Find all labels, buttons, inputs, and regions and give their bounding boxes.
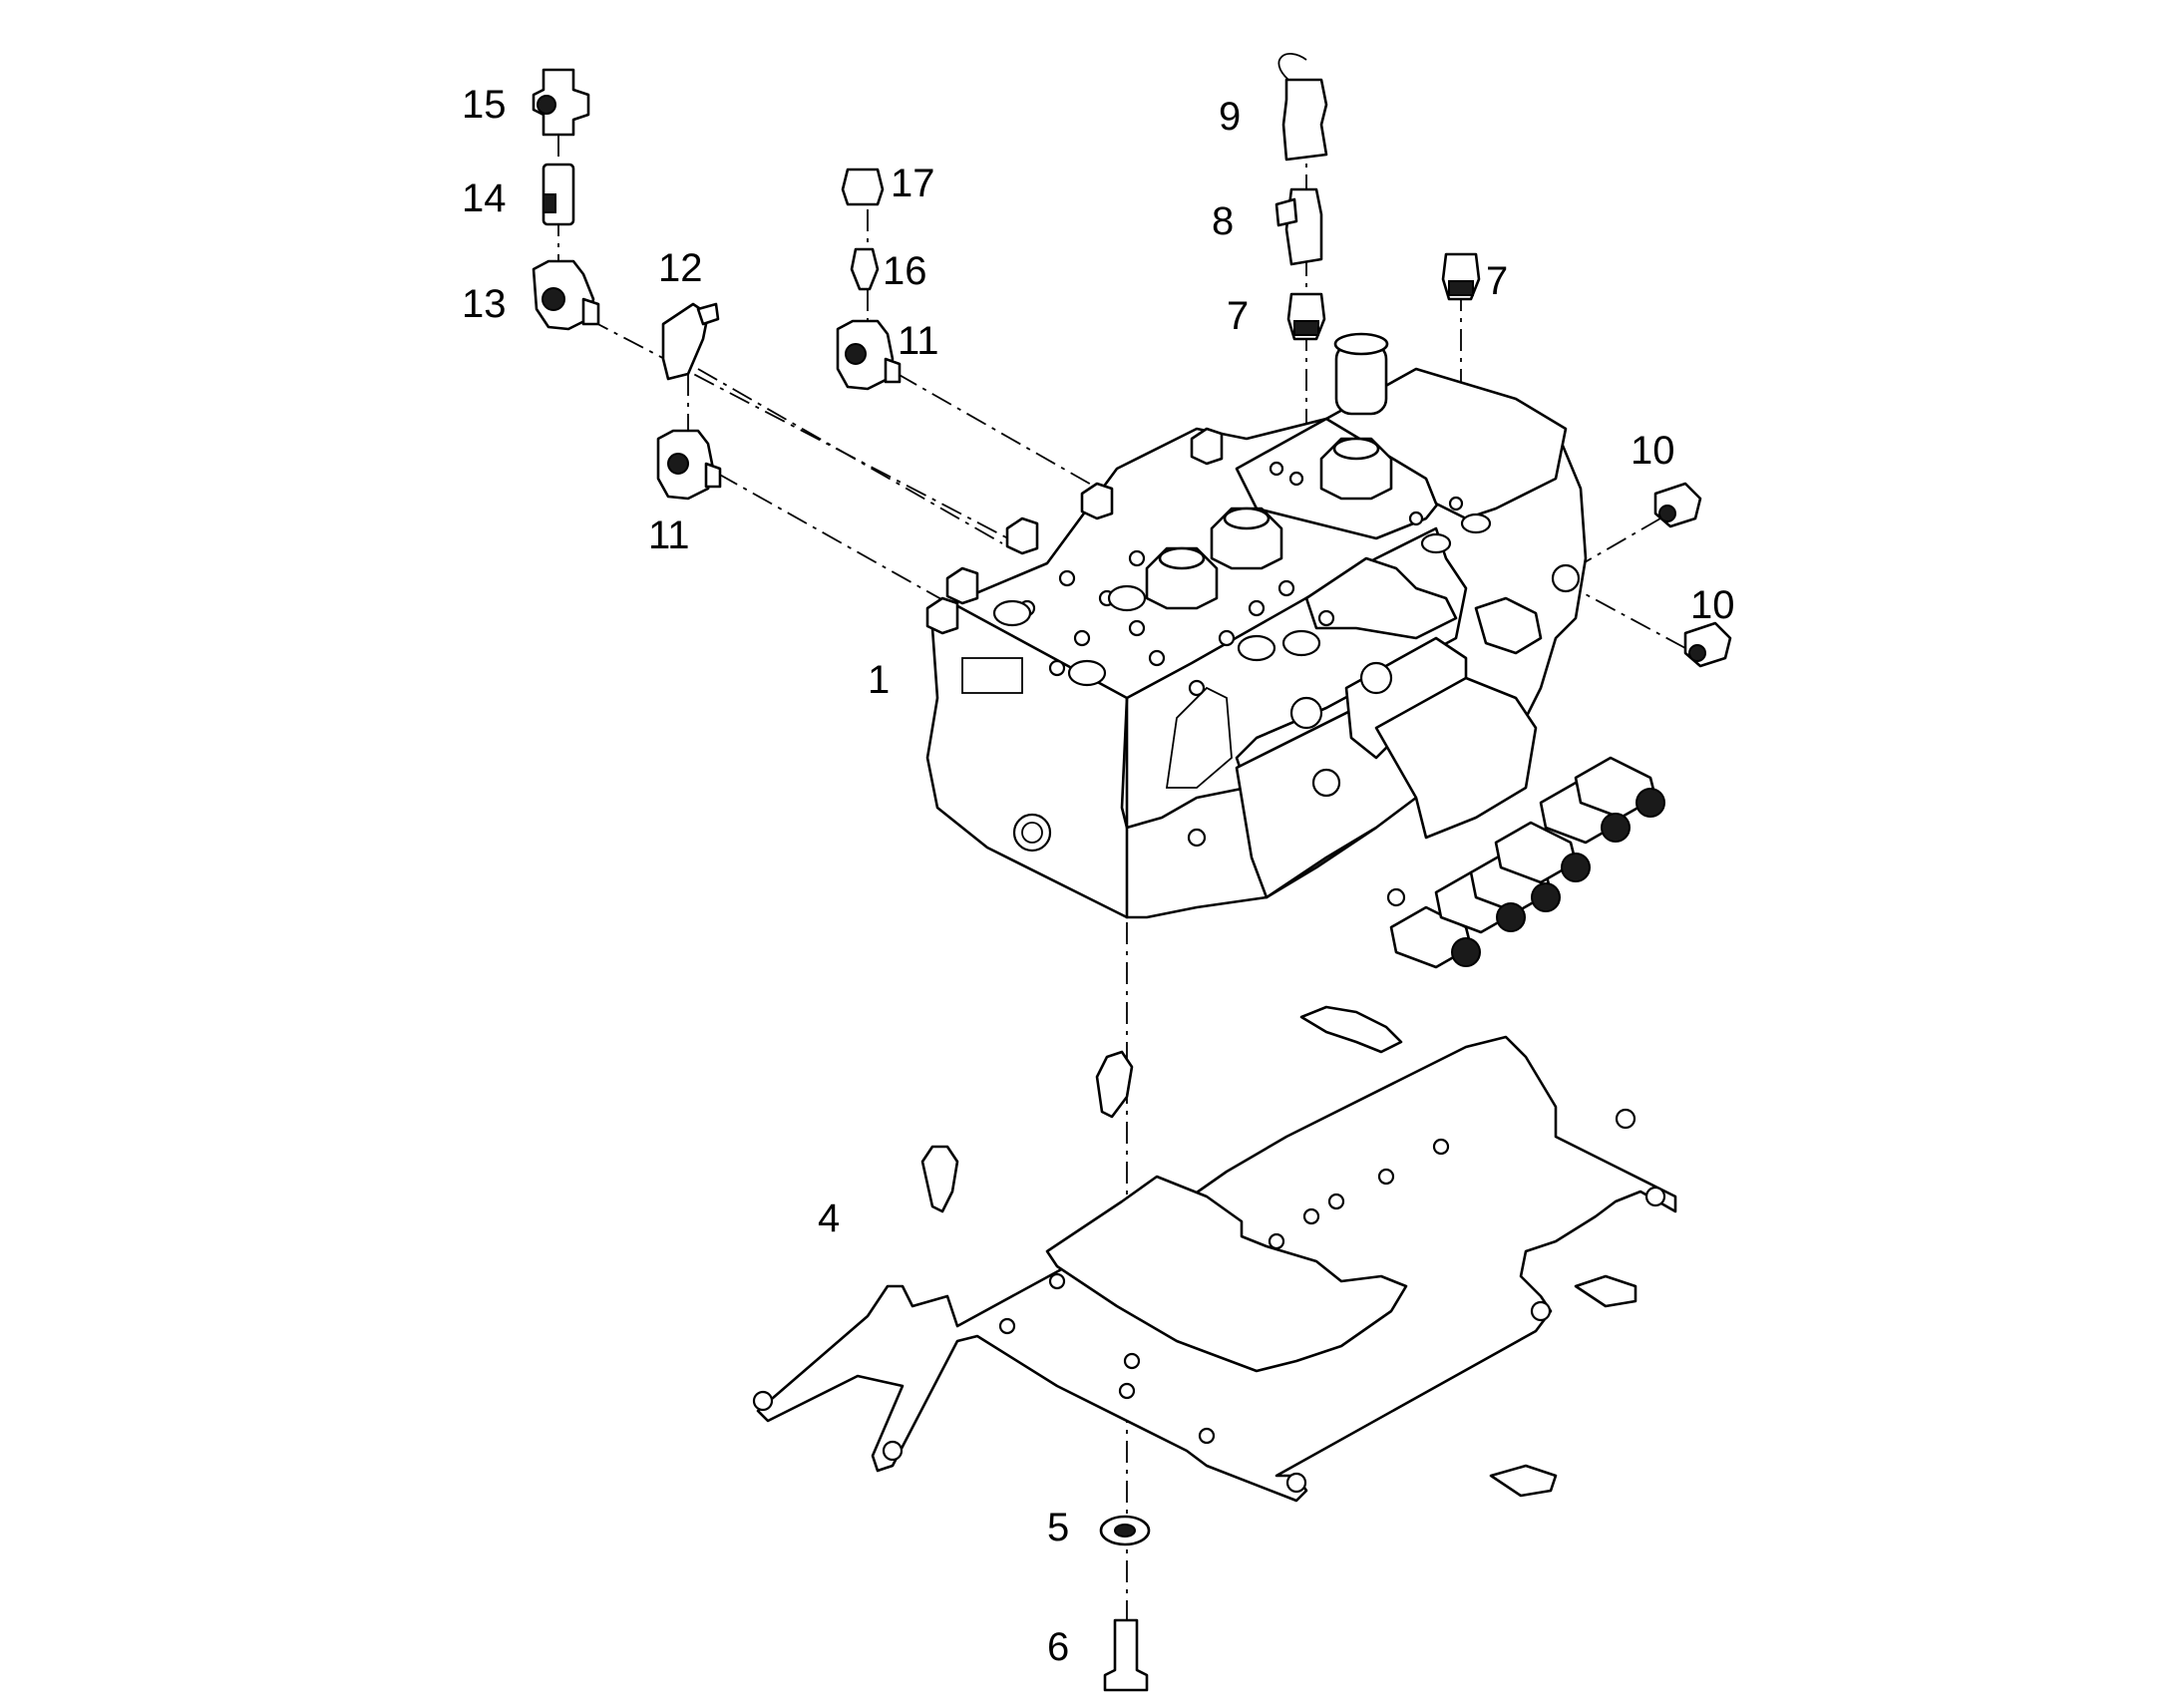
- fitting-10-lower: [1683, 621, 1732, 668]
- mounting-plate: [752, 1005, 1677, 1503]
- fitting-8: [1274, 187, 1323, 266]
- callout-4: 4: [818, 1196, 840, 1240]
- callout-labels: 1 4 5 6 7 7 8 9 10 10 11 11 12 13 14 15 …: [462, 83, 1735, 1669]
- callout-5: 5: [1047, 1506, 1069, 1549]
- fitting-13: [532, 259, 600, 331]
- callout-6: 6: [1047, 1625, 1069, 1669]
- solenoid-coils: [1389, 756, 1665, 969]
- callout-16: 16: [883, 249, 927, 293]
- fitting-10-upper: [1653, 482, 1702, 528]
- callout-9: 9: [1219, 95, 1241, 139]
- callout-10a: 10: [1631, 429, 1675, 473]
- callout-13: 13: [462, 282, 507, 326]
- bolt-6: [1103, 1618, 1149, 1692]
- fitting-17: [841, 168, 885, 206]
- fitting-9: [1277, 53, 1328, 162]
- leader-lines: [557, 95, 1686, 1685]
- fitting-11-center: [836, 319, 902, 391]
- fitting-7-right: [1441, 252, 1481, 301]
- fitting-11-left: [656, 429, 722, 501]
- callout-15: 15: [462, 83, 507, 127]
- callout-12: 12: [658, 246, 703, 290]
- fitting-15: [532, 68, 590, 137]
- callout-11b: 11: [898, 319, 939, 363]
- callout-11a: 11: [648, 513, 690, 557]
- callout-8: 8: [1212, 199, 1234, 243]
- control-valve-block: [925, 332, 1665, 969]
- callout-14: 14: [462, 176, 507, 220]
- fitting-16: [850, 247, 880, 291]
- callout-17: 17: [891, 162, 935, 205]
- callout-1: 1: [868, 658, 890, 702]
- fitting-12: [661, 302, 720, 381]
- callout-10b: 10: [1690, 583, 1735, 627]
- fitting-14: [542, 163, 575, 226]
- callout-7b: 7: [1486, 259, 1508, 303]
- fitting-7-center: [1286, 292, 1326, 341]
- callout-7a: 7: [1227, 294, 1249, 338]
- washer-5: [1099, 1515, 1151, 1546]
